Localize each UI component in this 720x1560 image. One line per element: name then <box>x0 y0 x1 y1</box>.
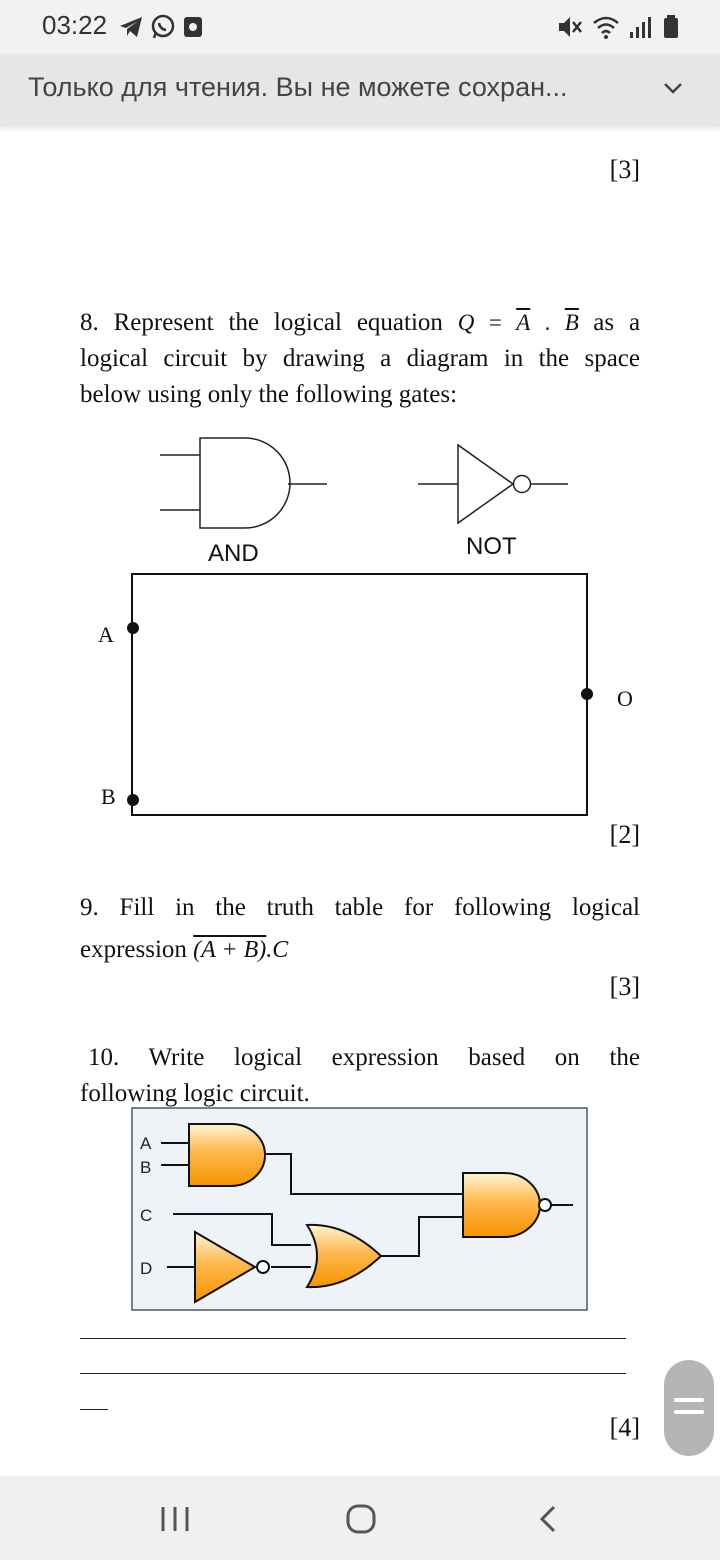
q9-mark: [3] <box>609 972 640 1001</box>
q10-or-gate <box>305 1223 383 1289</box>
not-gate-symbol <box>418 443 568 525</box>
q8-text: 8. Represent the logical equation Q = A … <box>80 305 640 413</box>
answer-line-3[interactable] <box>80 1409 108 1410</box>
navigation-bar <box>0 1476 720 1560</box>
signal-icon <box>630 17 651 38</box>
q10-input-d: D <box>140 1259 152 1278</box>
q9-text: 9. Fill in the truth table for following… <box>80 890 640 968</box>
q10-not-gate <box>194 1230 257 1304</box>
app-icon <box>184 17 202 37</box>
q10-input-a: A <box>140 1134 152 1153</box>
q10-input-b: B <box>140 1158 151 1177</box>
status-bar: 03:22 <box>0 0 720 54</box>
home-icon[interactable] <box>344 1502 378 1536</box>
back-icon[interactable] <box>536 1504 560 1534</box>
q8-mark: [2] <box>609 820 640 849</box>
q8-prefix: 8. Represent the logical equation <box>80 309 443 336</box>
not-label: NOT <box>466 533 517 560</box>
and-label: AND <box>208 540 259 567</box>
circuit-drawing-box <box>127 573 593 816</box>
and-gate-symbol <box>160 437 327 529</box>
q10-and-gate-1 <box>188 1123 266 1187</box>
mute-icon <box>559 17 582 37</box>
read-only-banner[interactable]: Только для чтения. Вы не можете сохран..… <box>0 54 720 126</box>
recent-apps-icon[interactable] <box>158 1504 192 1534</box>
status-icons-right <box>556 14 680 40</box>
q10-line1: 10. Write logical expression based on th… <box>88 1044 640 1071</box>
input-label-a: A <box>98 622 114 647</box>
q9-line2: expression (A + B).C <box>80 932 640 968</box>
output-label-o: O <box>617 686 633 711</box>
read-only-banner-text: Только для чтения. Вы не можете сохран..… <box>28 72 568 102</box>
q8-line3: below using only the following gates: <box>80 381 458 408</box>
q8-line1: 8. Represent the logical equation Q = A … <box>80 305 640 341</box>
q10-mark: [4] <box>609 1413 640 1442</box>
q9-expr-tail: .C <box>266 937 289 963</box>
eq-equals: = <box>488 310 502 335</box>
input-label-b: B <box>101 784 116 809</box>
eq-dot: . <box>544 310 551 335</box>
battery-icon <box>664 15 678 38</box>
status-icons-left <box>118 14 204 40</box>
eq-b-bar: B <box>564 310 579 335</box>
answer-line-2[interactable] <box>80 1373 626 1374</box>
q10-line2: following logic circuit. <box>80 1080 310 1107</box>
q10-nand-gate <box>462 1172 541 1238</box>
eq-a-bar: A <box>516 310 531 335</box>
q10-circuit-diagram: A B C D <box>131 1107 588 1311</box>
wifi-icon <box>593 16 619 39</box>
scroll-handle-button[interactable] <box>664 1360 714 1456</box>
q8-equation: Q = A . B <box>458 310 593 335</box>
eq-q: Q <box>457 310 475 335</box>
whatsapp-icon <box>151 14 175 39</box>
telegram-icon <box>120 17 142 37</box>
answer-line-1[interactable] <box>80 1338 626 1339</box>
q9-expression-label: expression <box>80 936 187 963</box>
q9-line1: 9. Fill in the truth table for following… <box>80 894 640 921</box>
q8-line2: logical circuit by drawing a diagram in … <box>80 345 640 372</box>
q10-text: 10. Write logical expression based on th… <box>80 1040 640 1112</box>
chevron-down-icon[interactable] <box>662 80 684 96</box>
status-time: 03:22 <box>42 10 108 40</box>
q10-input-c: C <box>140 1206 152 1225</box>
q9-expr-bar: (A + B) <box>193 937 267 963</box>
mark-previous-question: [3] <box>609 155 640 184</box>
q8-suffix: as a <box>593 309 641 336</box>
